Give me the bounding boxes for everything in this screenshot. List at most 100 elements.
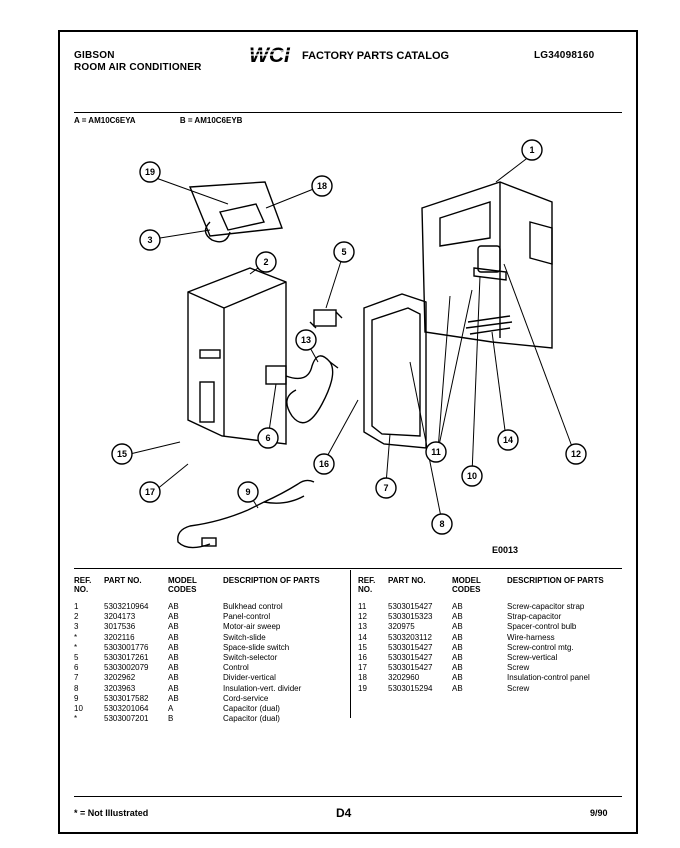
part-number-cell: 5303203112: [388, 632, 432, 642]
ref-cell: *: [74, 642, 78, 652]
table-column-divider: [350, 570, 351, 718]
ref-cell: 5: [74, 653, 79, 663]
panel-slot-1: [199, 349, 221, 359]
harness-wires: [465, 315, 513, 335]
vertical-divider: [363, 293, 427, 449]
callout-19: 19: [139, 161, 161, 183]
catalog-page: GIBSON ROOM AIR CONDITIONER WCI FACTORY …: [58, 30, 638, 834]
part-number-cell: 5303015427: [388, 642, 433, 652]
callout-9: 9: [237, 481, 259, 503]
part-number-cell: 3202116: [104, 632, 135, 642]
model-code-cell: AB: [168, 683, 179, 693]
bulb-spacer: [329, 361, 339, 369]
svg-text:2: 2: [263, 257, 268, 267]
svg-text:13: 13: [301, 335, 311, 345]
model-code-cell: AB: [168, 632, 179, 642]
product-name: ROOM AIR CONDITIONER: [74, 62, 202, 73]
header-desc: DESCRIPTION OF PARTS: [223, 576, 320, 585]
callout-16: 16: [313, 453, 335, 475]
parts-table-right: REF. NO. PART NO. MODEL CODES DESCRIPTIO…: [358, 576, 617, 694]
callout-8: 8: [431, 513, 453, 535]
ref-cell: 1: [74, 602, 79, 611]
callout-17: 17: [139, 481, 161, 503]
description-cell: Screw-control mtg.: [507, 642, 574, 652]
model-code-cell: AB: [452, 602, 463, 611]
inset-bracket: [219, 203, 265, 231]
ref-cell: 2: [74, 612, 79, 622]
model-code-cell: AB: [168, 642, 179, 652]
inset-motor: [204, 221, 231, 243]
model-a: A = AM10C6EYA: [74, 116, 136, 125]
svg-text:15: 15: [117, 449, 127, 459]
svg-text:11: 11: [431, 447, 441, 457]
svg-text:1: 1: [529, 145, 534, 155]
svg-text:17: 17: [145, 487, 155, 497]
part-number-cell: 3202962: [104, 673, 136, 683]
model-b: B = AM10C6EYB: [179, 116, 243, 125]
model-code-cell: AB: [168, 602, 179, 611]
model-code-cell: AB: [452, 642, 463, 652]
header-ref: REF. NO.: [358, 576, 376, 594]
model-code-cell: AB: [452, 622, 463, 632]
callout-10: 10: [461, 465, 483, 487]
description-cell: Insulation-vert. divider: [223, 683, 302, 693]
description-cell: Screw-vertical: [507, 653, 558, 663]
exploded-diagram: 19 18 3 1 2 5 13 6 15 17 16 7 8 11 10 14…: [111, 139, 587, 549]
model-code-cell: AB: [452, 683, 463, 693]
model-code-cell: AB: [452, 612, 463, 622]
part-number-cell: 3202960: [388, 673, 420, 683]
control-panel: [187, 267, 287, 445]
callout-1: 1: [521, 139, 543, 161]
capacitor-body: [477, 245, 501, 273]
catalog-title: FACTORY PARTS CATALOG: [302, 50, 450, 62]
description-cell: Space-slide switch: [223, 642, 290, 652]
inset-insulation-panel: [188, 181, 283, 237]
description-cell: Switch-slide: [223, 632, 266, 642]
bulkhead-opening: [529, 221, 553, 265]
svg-text:19: 19: [145, 167, 155, 177]
model-legend: A = AM10C6EYA B = AM10C6EYB: [74, 116, 284, 125]
model-code-cell: AB: [168, 653, 179, 663]
svg-text:10: 10: [467, 471, 477, 481]
header-part: PART NO.: [104, 576, 142, 585]
description-cell: Motor-air sweep: [223, 622, 281, 632]
bulkhead-window: [439, 201, 491, 247]
ref-cell: 11: [358, 602, 367, 611]
description-cell: Capacitor (dual): [223, 714, 280, 724]
model-code-cell: AB: [452, 632, 463, 642]
model-code-cell: AB: [168, 673, 179, 683]
part-number-cell: 5303015427: [388, 663, 433, 673]
svg-text:12: 12: [571, 449, 581, 459]
part-number-cell: 5303002079: [104, 663, 149, 673]
callout-7: 7: [375, 477, 397, 499]
model-code-cell: B: [168, 714, 174, 724]
callout-14: 14: [497, 429, 519, 451]
cord-leads: [247, 479, 315, 511]
model-code-cell: AB: [452, 663, 463, 673]
part-number-cell: 5303015427: [388, 653, 433, 663]
svg-text:5: 5: [341, 247, 346, 257]
svg-text:18: 18: [317, 181, 327, 191]
footer-rule: [74, 796, 622, 797]
model-code-cell: A: [168, 704, 174, 714]
description-cell: Bulkhead control: [223, 602, 283, 611]
svg-text:16: 16: [319, 459, 329, 469]
header-part: PART NO.: [388, 576, 426, 585]
svg-text:14: 14: [503, 435, 513, 445]
callout-15: 15: [111, 443, 133, 465]
description-cell: Capacitor (dual): [223, 704, 280, 714]
diagram-code: E0013: [492, 545, 519, 555]
divider-insulation: [371, 307, 421, 437]
